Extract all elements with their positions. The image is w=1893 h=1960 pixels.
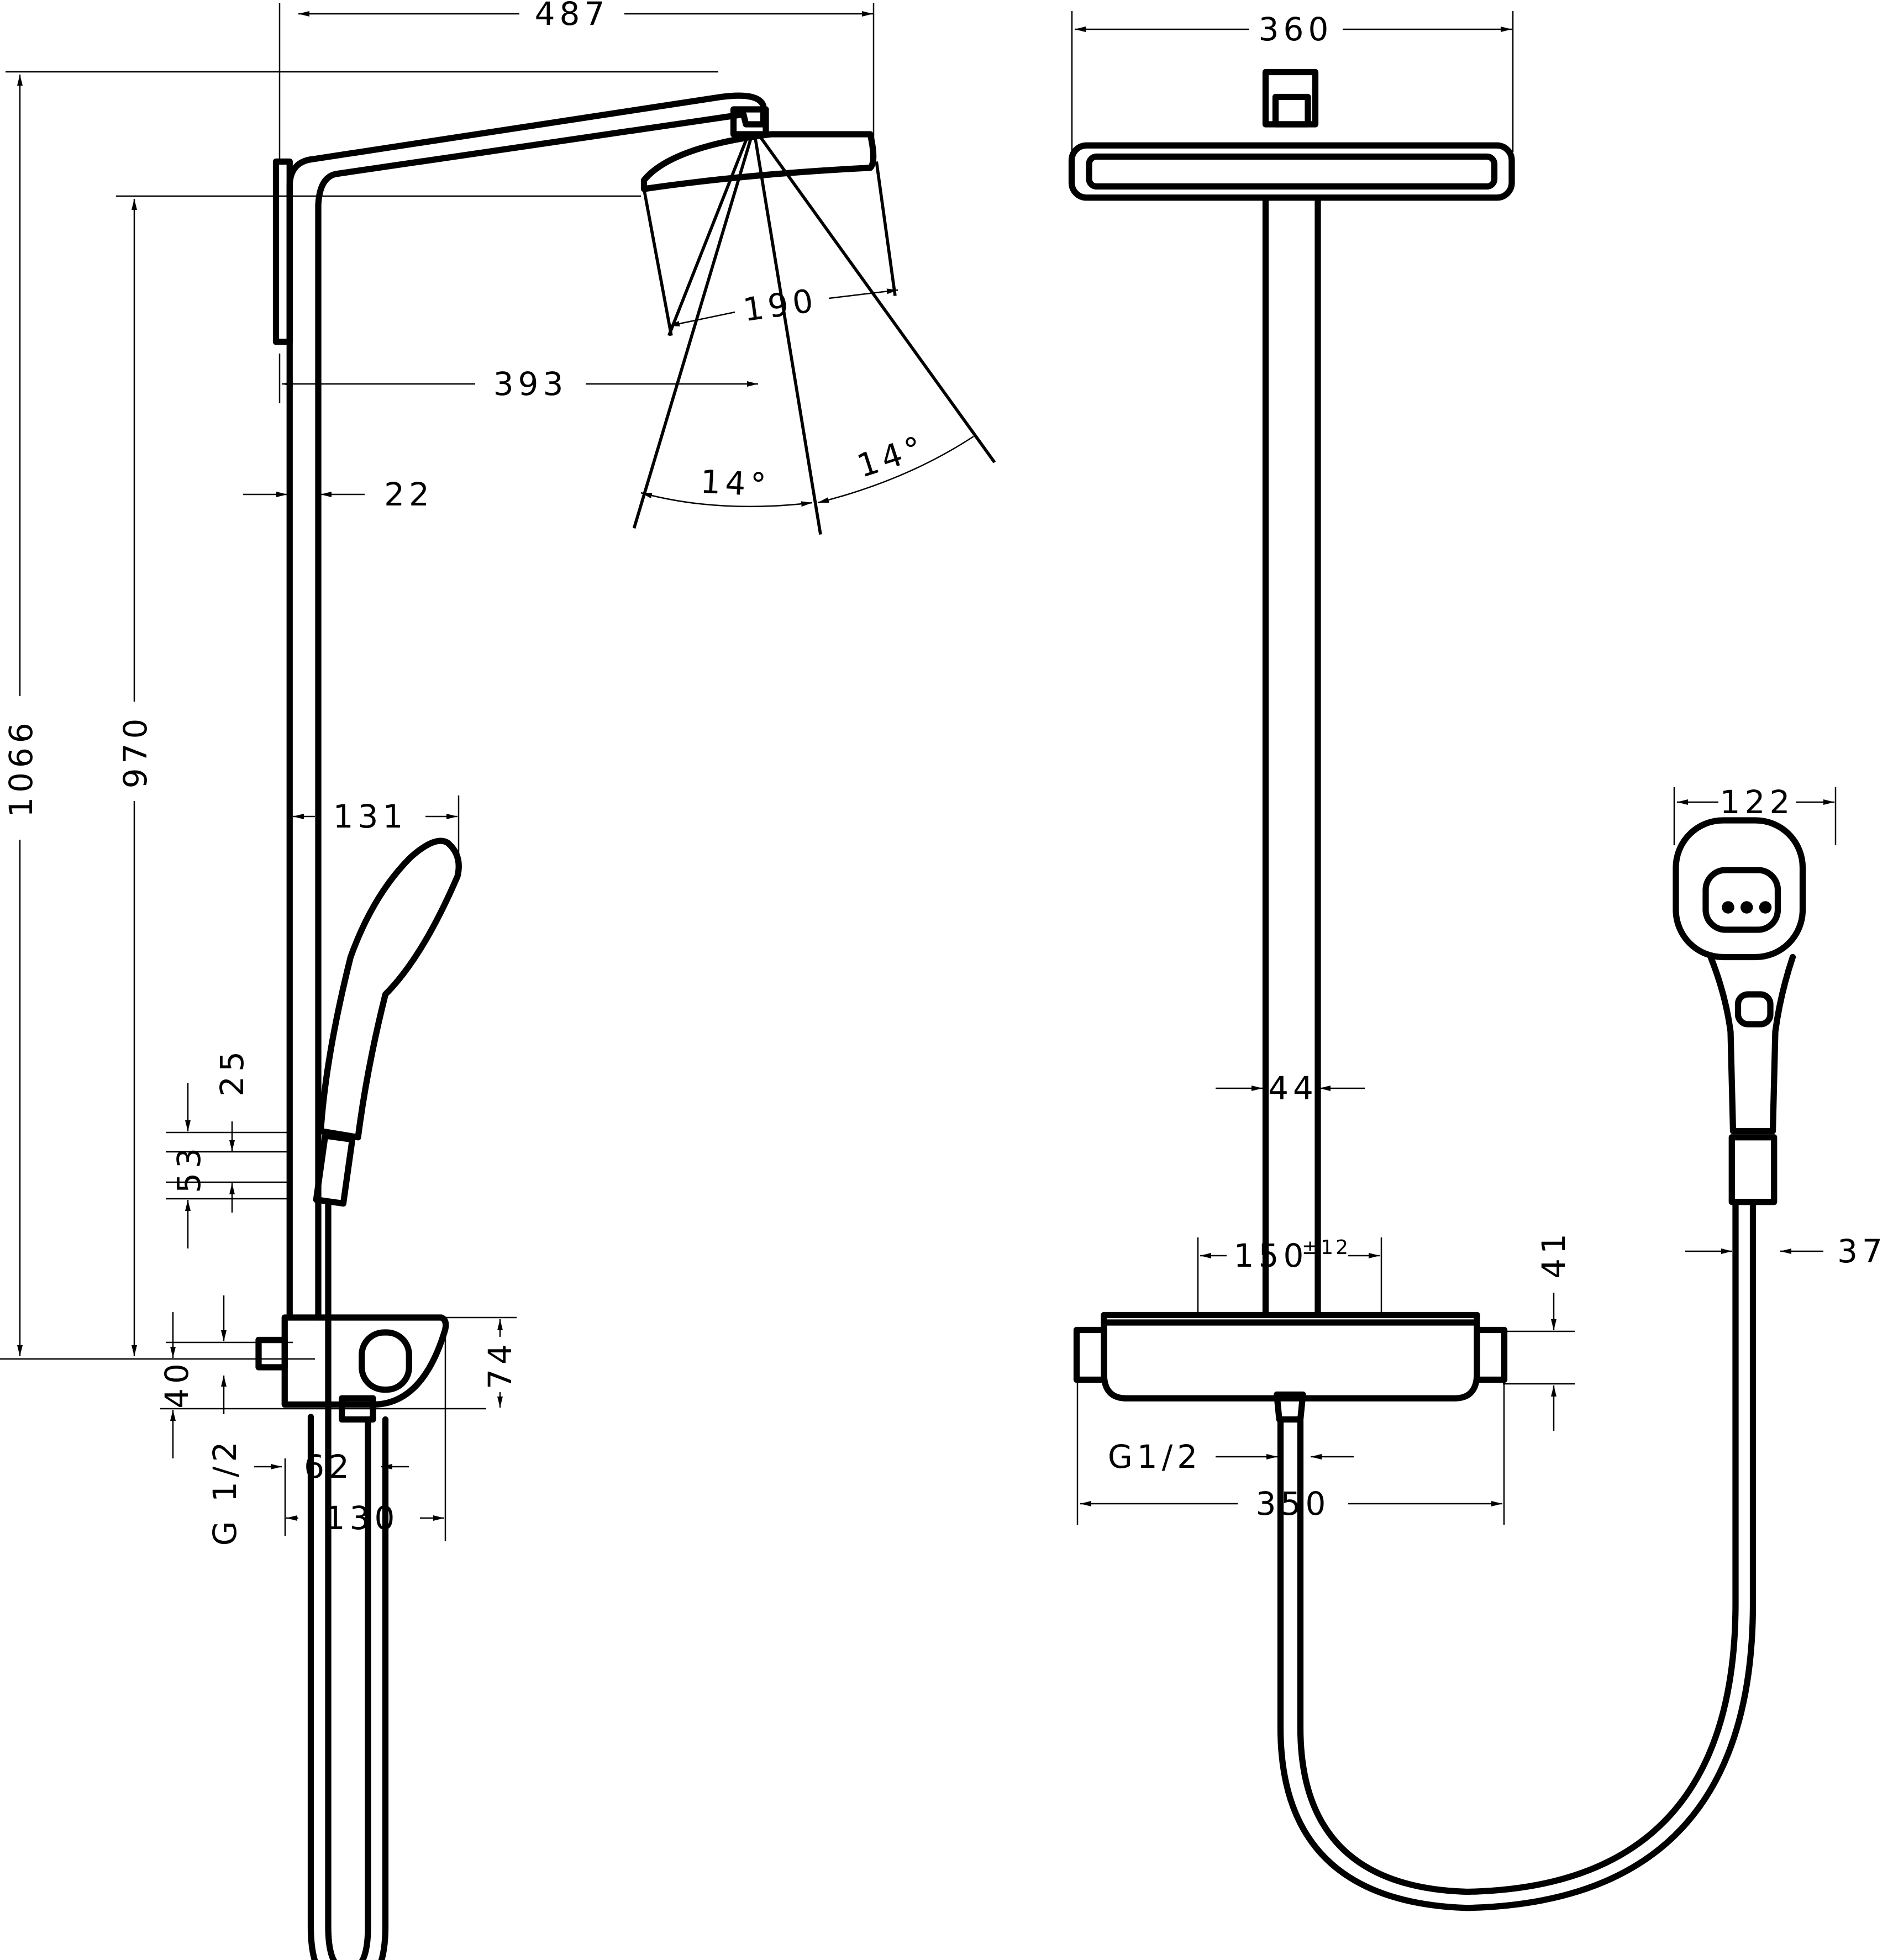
overhead-shower <box>640 131 877 192</box>
riser-pipe <box>286 92 767 1321</box>
shower-head-joint <box>730 106 769 138</box>
outlet-connector <box>339 1395 376 1423</box>
thermostat-side-knob <box>255 1336 288 1371</box>
thermostat-front <box>1101 1311 1480 1401</box>
hand-shower-head-front <box>1673 817 1806 961</box>
dim-g12-left-label: G 1/2 <box>206 1437 244 1546</box>
thermostat-dial <box>359 1329 412 1393</box>
dim-350-label: 350 <box>1256 1485 1331 1522</box>
dimension-labels: 487 360 1066 970 190 393 22 14° 14° 131 … <box>2 0 1887 1546</box>
hand-shower-holder <box>313 1132 356 1207</box>
dim-44-label: 44 <box>1268 1069 1318 1107</box>
dim-131-label: 131 <box>333 798 408 835</box>
dim-25-label: 25 <box>213 1047 251 1097</box>
overhead-shower-front <box>1068 142 1515 201</box>
dim-22-label: 22 <box>384 476 434 513</box>
dim-1066-label: 1066 <box>2 718 40 818</box>
dim-487-label: 487 <box>535 0 609 33</box>
dim-130-label: 130 <box>325 1499 399 1537</box>
dim-37-label: 37 <box>1837 1232 1887 1270</box>
thermostat-left-knob <box>1073 1326 1107 1383</box>
dim-62-label: 62 <box>304 1448 354 1485</box>
side-view <box>255 92 996 1960</box>
hose-front <box>1277 1202 1757 1911</box>
wall-bracket <box>272 158 293 345</box>
dim-53-label: 53 <box>170 1144 208 1193</box>
dim-150-tolerance-label: ±12 <box>1302 1236 1350 1259</box>
dim-190-label: 190 <box>741 281 820 329</box>
dim-150-label: 150 <box>1234 1237 1308 1274</box>
thermostat-body <box>281 1314 449 1408</box>
hand-shower-handle-front <box>1707 953 1796 1135</box>
dim-14-left-label: 14° <box>700 463 771 504</box>
dim-393-label: 393 <box>493 365 568 403</box>
dim-41-label: 41 <box>1535 1229 1573 1279</box>
front-view <box>1068 69 1806 1911</box>
dim-14-right-label: 14° <box>853 428 931 485</box>
shower-hose <box>325 1200 371 1960</box>
dimension-lines <box>0 3 1837 1541</box>
dim-g12-right-label: G1/2 <box>1108 1438 1202 1476</box>
dim-122-label: 122 <box>1720 783 1795 821</box>
dim-74-label: 74 <box>481 1340 519 1389</box>
dim-40-label: 40 <box>158 1359 196 1409</box>
dim-360-label: 360 <box>1259 10 1333 48</box>
hand-shower <box>317 837 462 1141</box>
dim-970-label: 970 <box>117 714 154 789</box>
hand-shower-holder-front <box>1728 1134 1778 1205</box>
thermostat-right-knob <box>1474 1326 1508 1383</box>
